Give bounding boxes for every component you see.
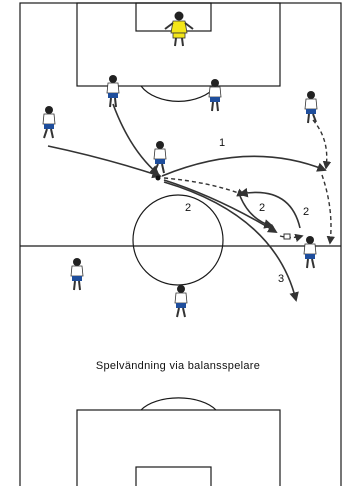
player-center-bottom [174,285,188,318]
diagram-caption: Spelvändning via balansspelare [96,360,260,372]
label-3: 3 [278,273,284,285]
player-top-left-mid [106,75,120,108]
dashed-pass-center [163,177,246,197]
pitch-boundary [19,2,342,486]
player-left-wing [42,106,56,139]
label-1: 1 [219,137,225,149]
dashed-run-right-winger [312,119,332,170]
cone-marker [283,233,291,240]
dashed-run-winger-deep [321,174,335,245]
center-circle [132,194,224,286]
movement-arrows [47,103,335,302]
player-top-right-mid [208,79,222,112]
run-arrow-left-player [47,145,162,179]
player-ball-carrier [153,141,167,174]
bottom-goal-area [135,466,212,486]
bottom-penalty-area [76,409,281,486]
pass-arrow-3 [163,181,299,302]
pass-arrow-1 [161,155,327,177]
player-left-half [70,258,84,291]
ball-center [155,175,161,181]
label-2-mid: 2 [259,202,265,214]
pass-arrow-2-mid [239,195,274,229]
dashed-balance-run [279,233,304,242]
run-arrow-midfielder [112,103,160,176]
goalkeeper [164,11,194,47]
label-2-right: 2 [303,206,309,218]
pass-arrow-2-return [238,187,301,229]
player-balance-right [303,236,317,269]
player-right-wing-top [304,91,318,124]
pitch [19,2,342,486]
bottom-penalty-arc [140,397,217,411]
label-2-center: 2 [185,202,191,214]
top-penalty-arc [140,85,217,102]
